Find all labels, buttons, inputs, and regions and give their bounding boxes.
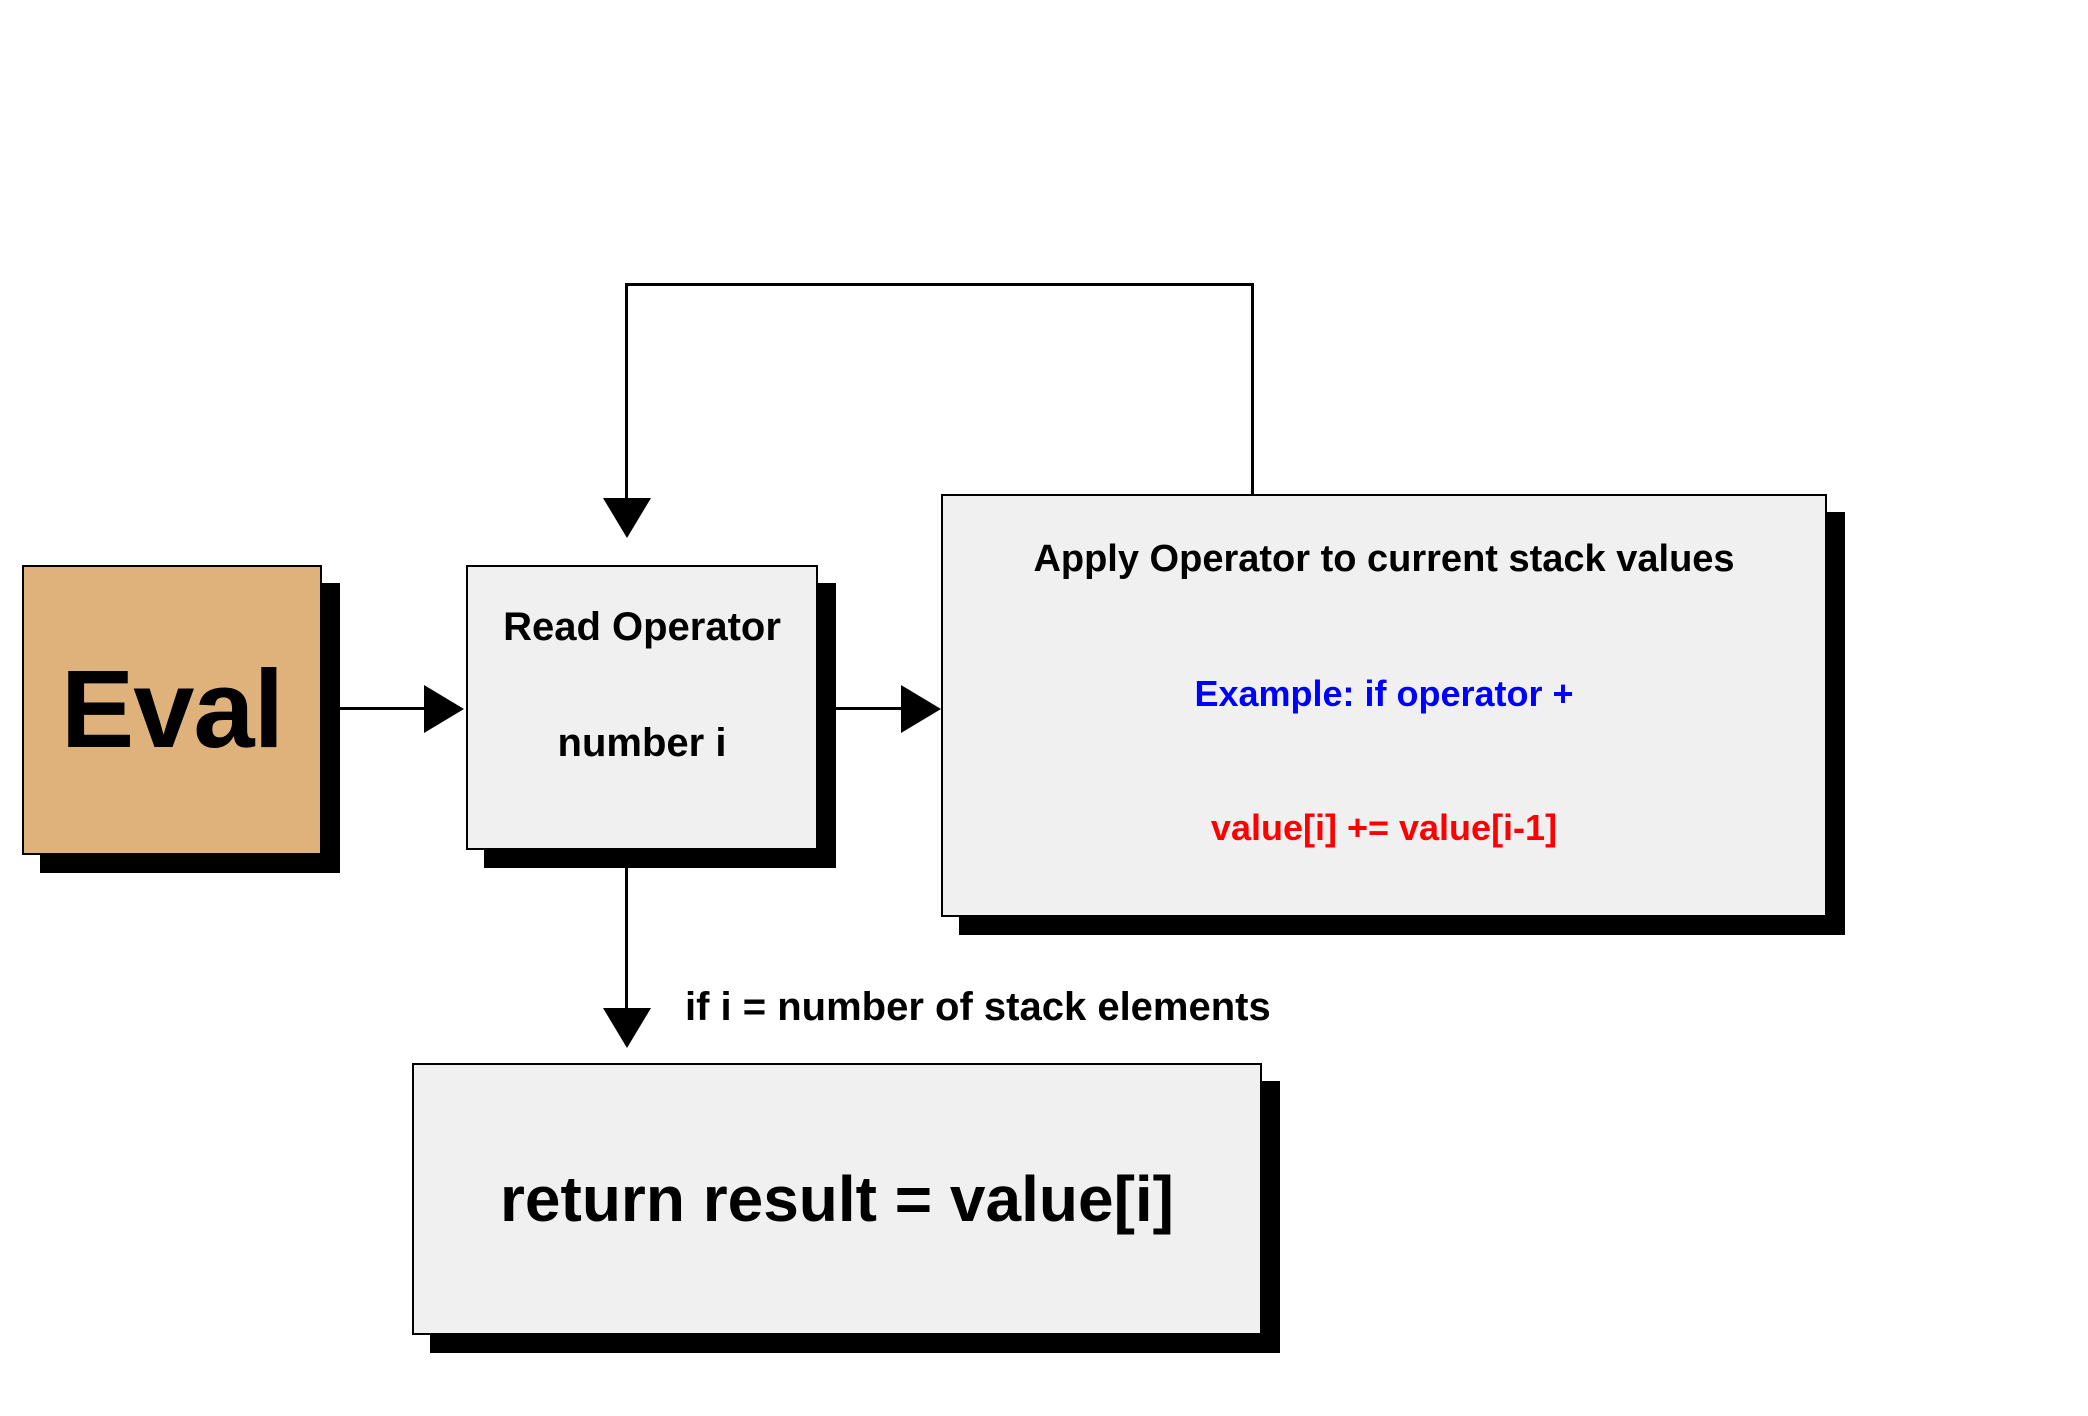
node-apply-operator-formula: value[i] += value[i-1] <box>1210 807 1558 848</box>
node-apply-operator-example: Example: if operator + <box>1194 673 1574 714</box>
node-apply-operator[interactable]: Apply Operator to current stack values E… <box>941 494 1827 917</box>
edge-loop-left-segment <box>625 283 628 505</box>
node-eval-label: Eval <box>60 648 284 771</box>
node-eval[interactable]: Eval <box>22 565 322 855</box>
edge-eval-to-read-arrowhead <box>424 685 464 733</box>
node-read-operator-line1: Read Operator <box>503 605 781 649</box>
node-return-result-label: return result = value[i] <box>500 1163 1174 1235</box>
edge-read-to-apply-arrowhead <box>901 685 941 733</box>
edge-loop-right-segment <box>1251 283 1254 495</box>
edge-eval-to-read-line <box>320 707 430 710</box>
edge-read-to-return-line <box>625 855 628 1015</box>
node-read-operator-line2: number i <box>557 721 727 765</box>
node-read-operator[interactable]: Read Operator number i <box>466 565 818 850</box>
edge-loop-top-segment <box>625 283 1254 286</box>
edge-condition-label: if i = number of stack elements <box>685 985 1271 1029</box>
edge-loop-arrowhead <box>603 498 651 538</box>
edge-read-to-return-arrowhead <box>603 1008 651 1048</box>
edge-read-to-apply-line <box>818 707 923 710</box>
node-return-result[interactable]: return result = value[i] <box>412 1063 1262 1335</box>
node-apply-operator-title: Apply Operator to current stack values <box>1033 538 1735 580</box>
